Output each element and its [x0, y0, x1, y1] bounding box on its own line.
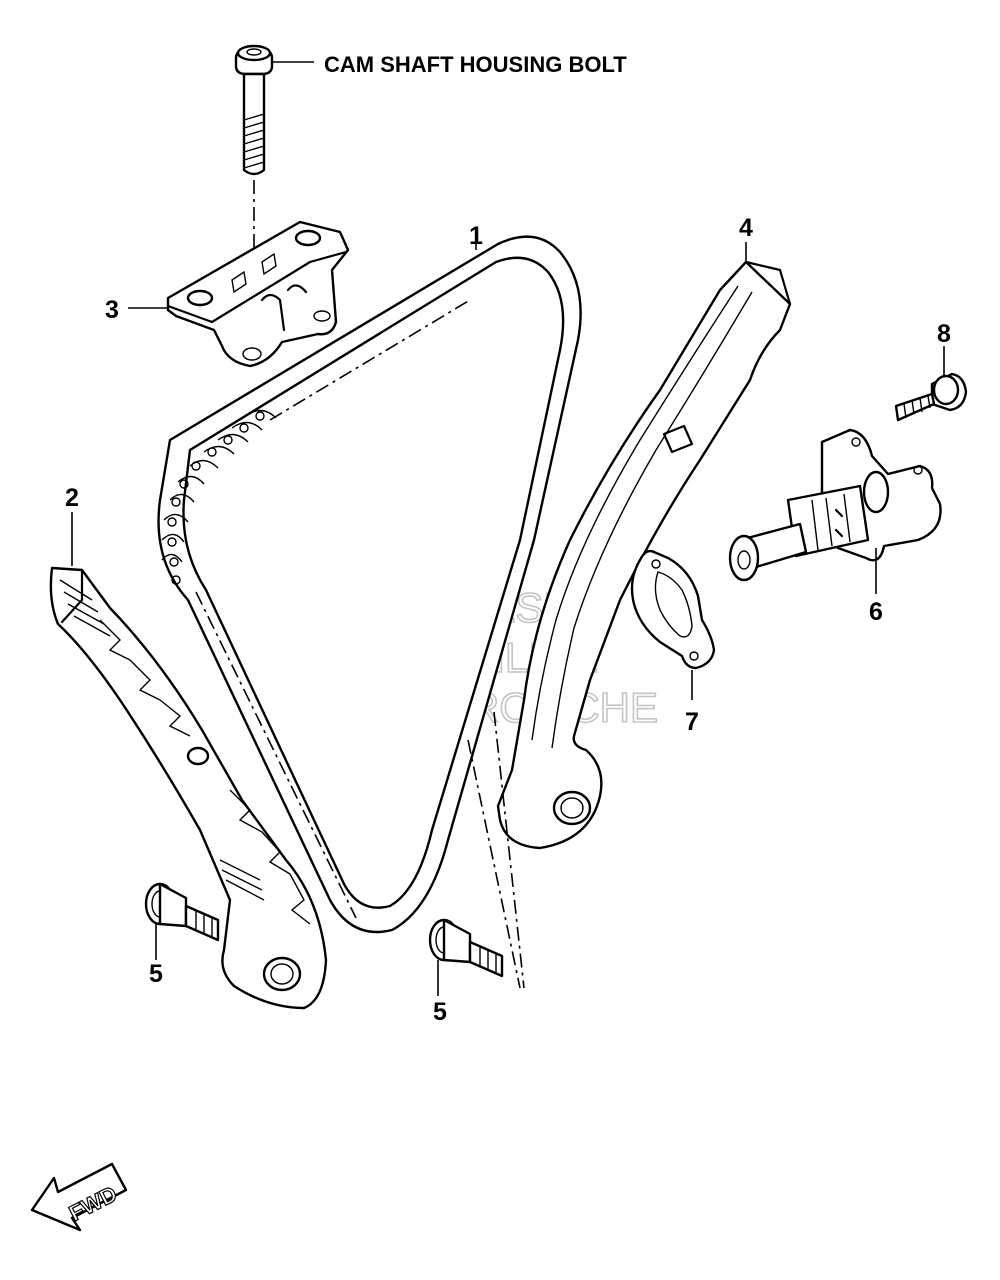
- tensioner-chain-guide: [49, 512, 328, 1010]
- callouts: 1 2 3 4 5 5 6 7 8: [65, 214, 951, 1026]
- cam-shaft-housing-bolt: [234, 44, 314, 360]
- callout-5-left: 5: [149, 960, 163, 988]
- callout-1: 1: [469, 222, 483, 250]
- callout-2: 2: [65, 484, 79, 512]
- fwd-arrow-icon: [30, 1162, 128, 1232]
- callout-3: 3: [105, 296, 119, 324]
- callout-7: 7: [685, 708, 699, 736]
- forward-direction-arrow: FWD: [30, 1162, 128, 1232]
- callout-5-right: 5: [433, 998, 447, 1026]
- tensioner-bolt: [894, 346, 968, 422]
- chain-links: [161, 409, 277, 585]
- callout-6: 6: [869, 598, 883, 626]
- upper-chain-guide: [166, 220, 350, 368]
- tensioner-gasket: [630, 549, 716, 700]
- guide-bolt-left: [144, 882, 220, 960]
- callout-4: 4: [739, 214, 753, 242]
- guide-bolt-right: [428, 918, 504, 996]
- chain-tensioner-adjuster: [728, 428, 942, 594]
- callout-8: 8: [937, 320, 951, 348]
- timing-chain: [157, 232, 582, 934]
- rear-chain-guide: [467, 242, 792, 989]
- cam-shaft-housing-bolt-label: CAM SHAFT HOUSING BOLT: [324, 52, 627, 77]
